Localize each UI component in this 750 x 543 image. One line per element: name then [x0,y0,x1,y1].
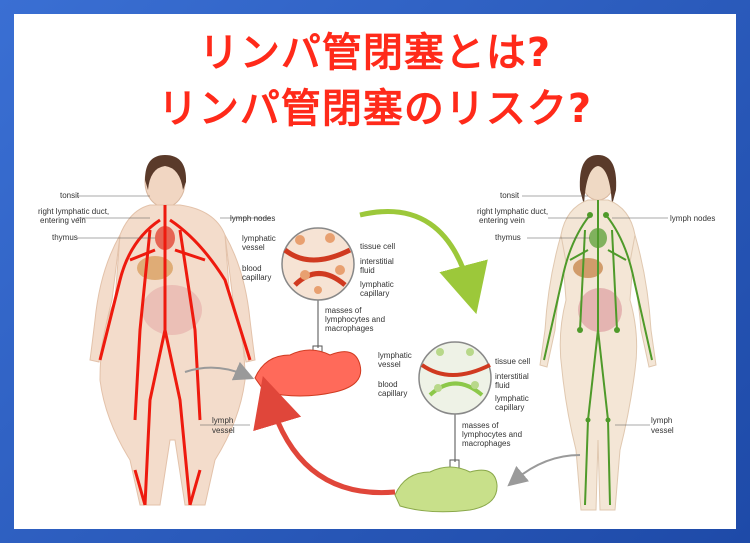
right-lymph-nodes [577,212,620,423]
left-label-tonsil: tonsit [60,191,80,200]
top-detail-vessels [283,247,352,287]
top-tissue-cell: tissue cell [360,242,395,251]
left-label-vessel-2: vessel [212,426,235,435]
left-body-figure [89,155,256,506]
right-intestines [578,288,622,332]
right-body-figure [539,155,657,511]
bottom-tissue-cell: tissue cell [495,357,530,366]
right-labels [522,195,668,426]
top-detail-cells [295,233,345,294]
left-intestines [142,285,202,335]
left-left-arm [89,234,121,363]
title-line-2: リンパ管閉塞のリスク? [157,86,593,132]
red-arrow [253,376,396,496]
bottom-blood-2: capillary [378,389,407,398]
bottom-interstitial-2: fluid [495,381,510,390]
top-masses-3: macrophages [325,324,373,333]
bottom-detail-vessels [420,363,491,377]
bottom-lymphatic-vessel-2: vessel [378,360,401,369]
bottom-masses-1: masses of [462,421,499,430]
left-lymph-network [98,205,252,506]
left-label-thymus: thymus [52,233,78,242]
bottom-masses-3: macrophages [462,439,510,448]
bottom-interstitial-1: interstitial [495,372,529,381]
right-torso [559,199,638,511]
top-lymph-node [254,349,362,397]
top-masses-2: lymphocytes and [325,315,385,324]
top-masses-1: masses of [325,306,362,315]
top-lymphatic-vessel-2: vessel [242,243,265,252]
right-label-duct-2: entering vein [479,216,525,225]
left-label-nodes: lymph nodes [230,214,275,223]
bottom-detail-cells [434,348,479,392]
green-arrow [359,209,488,315]
bottom-blood-1: blood [378,380,398,389]
right-label-vessel-1: lymph [651,416,672,425]
right-liver [573,258,603,278]
bottom-lymph-cap-1: lymphatic [495,394,529,403]
right-label-duct-1: right lymphatic duct, [477,207,548,216]
grey-arrow-right [507,454,581,487]
top-lymph-cap-1: lymphatic [360,280,394,289]
left-liver [137,256,173,280]
left-hair [145,155,187,190]
left-label-duct-2: entering vein [40,216,86,225]
top-lymphatic-vessel-1: lymphatic [242,234,276,243]
grey-arrow-left [184,361,255,381]
left-label-vessel-1: lymph [212,416,233,425]
right-label-tonsil: tonsit [500,191,520,200]
top-blood-1: blood [242,264,262,273]
right-label-vessel-2: vessel [651,426,674,435]
bottom-detail-circle [418,341,492,415]
bottom-masses-2: lymphocytes and [462,430,522,439]
top-interstitial-2: fluid [360,266,375,275]
top-lymph-cap-2: capillary [360,289,389,298]
bottom-lymph-node [394,466,498,513]
bottom-tissue-detail [394,341,498,513]
left-labels [77,195,270,426]
left-label-duct-1: right lymphatic duct, [38,207,109,216]
left-torso [99,204,246,506]
right-label-thymus: thymus [495,233,521,242]
right-lymph-network [543,200,653,506]
bottom-lymphatic-vessel-1: lymphatic [378,351,412,360]
bottom-lymph-cap-2: capillary [495,403,524,412]
title-line-1: リンパ管閉塞とは? [198,30,552,76]
top-interstitial-1: interstitial [360,257,394,266]
right-label-nodes: lymph nodes [670,214,715,223]
right-hair [579,155,617,205]
top-blood-2: capillary [242,273,271,282]
